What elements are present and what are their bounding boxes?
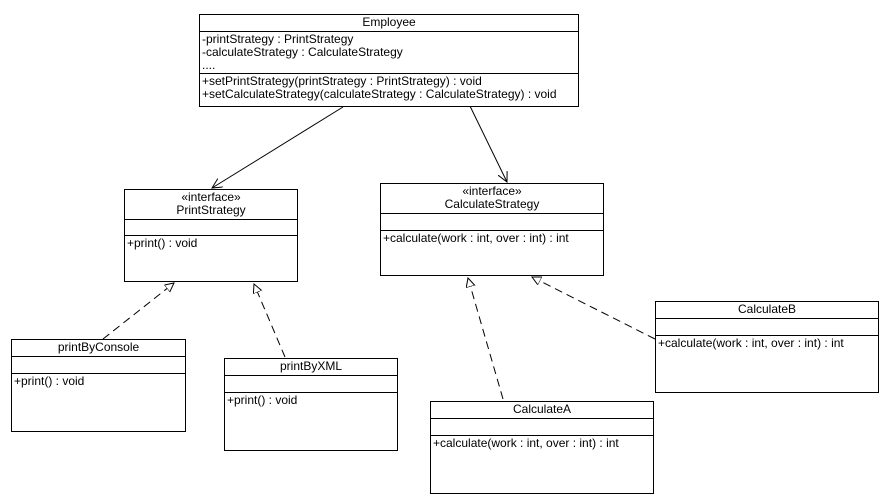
employee-name: Employee (362, 15, 416, 29)
association-employee-printstrategy (212, 106, 344, 188)
attribute: -calculateStrategy : CalculateStrategy (202, 45, 403, 59)
class-name: CalculateB (656, 302, 878, 319)
class-name: printByConsole (12, 340, 185, 357)
class-name: printByXML (225, 359, 397, 376)
operations-section: +setPrintStrategy(printStrategy : PrintS… (200, 74, 578, 102)
attribute: .... (202, 58, 216, 72)
operation: +setPrintStrategy(printStrategy : PrintS… (202, 74, 482, 88)
class-name: «interface» PrintStrategy (125, 190, 297, 220)
realization-calculatea (468, 278, 504, 400)
operations-section: +calculate(work : int, over : int) : int (431, 436, 653, 451)
class-calculatea[interactable]: CalculateA +calculate(work : int, over :… (430, 401, 654, 494)
calculatestrategy-name: CalculateStrategy (444, 197, 540, 211)
class-calculateb[interactable]: CalculateB +calculate(work : int, over :… (655, 301, 879, 393)
attribute: -printStrategy : PrintStrategy (202, 32, 354, 46)
realization-calculateb (532, 277, 656, 340)
operations-section: +calculate(work : int, over : int) : int (656, 336, 878, 351)
class-printbyconsole[interactable]: printByConsole +print() : void (11, 339, 186, 432)
operations-section: +print() : void (225, 393, 397, 408)
operation: +print() : void (127, 236, 198, 250)
printbyconsole-name: printByConsole (57, 340, 140, 354)
association-employee-calculatestrategy (468, 103, 507, 182)
class-name: CalculateA (431, 402, 653, 419)
realization-printbyxml (254, 284, 286, 358)
operation: +print() : void (227, 393, 298, 407)
class-name: «interface» CalculateStrategy (381, 184, 603, 214)
realization-printbyconsole (102, 283, 174, 340)
attributes-section (12, 357, 185, 374)
class-name: Employee (200, 15, 578, 32)
attributes-section (656, 319, 878, 336)
class-employee[interactable]: Employee -printStrategy : PrintStrategy … (199, 14, 579, 107)
class-printbyxml[interactable]: printByXML +print() : void (224, 358, 398, 451)
calculateb-name: CalculateB (737, 302, 797, 316)
attributes-section (125, 220, 297, 236)
stereotype: «interface» (462, 184, 522, 198)
printbyxml-name: printByXML (279, 359, 343, 373)
operations-section: +calculate(work : int, over : int) : int (381, 231, 603, 246)
stereotype: «interface» (181, 190, 241, 204)
attributes-section: -printStrategy : PrintStrategy -calculat… (200, 32, 578, 74)
operation: +calculate(work : int, over : int) : int (383, 231, 569, 245)
interface-calculatestrategy[interactable]: «interface» CalculateStrategy +calculate… (380, 183, 604, 276)
operations-section: +print() : void (12, 374, 185, 389)
attributes-section (431, 419, 653, 436)
attributes-section (381, 214, 603, 231)
operations-section: +print() : void (125, 236, 297, 251)
operation: +setCalculateStrategy(calculateStrategy … (202, 87, 557, 101)
calculatea-name: CalculateA (512, 402, 572, 416)
attributes-section (225, 376, 397, 393)
operation: +calculate(work : int, over : int) : int (433, 436, 619, 450)
printstrategy-name: PrintStrategy (176, 203, 246, 217)
operation: +print() : void (14, 374, 85, 388)
interface-printstrategy[interactable]: «interface» PrintStrategy +print() : voi… (124, 189, 298, 282)
operation: +calculate(work : int, over : int) : int (658, 336, 844, 350)
